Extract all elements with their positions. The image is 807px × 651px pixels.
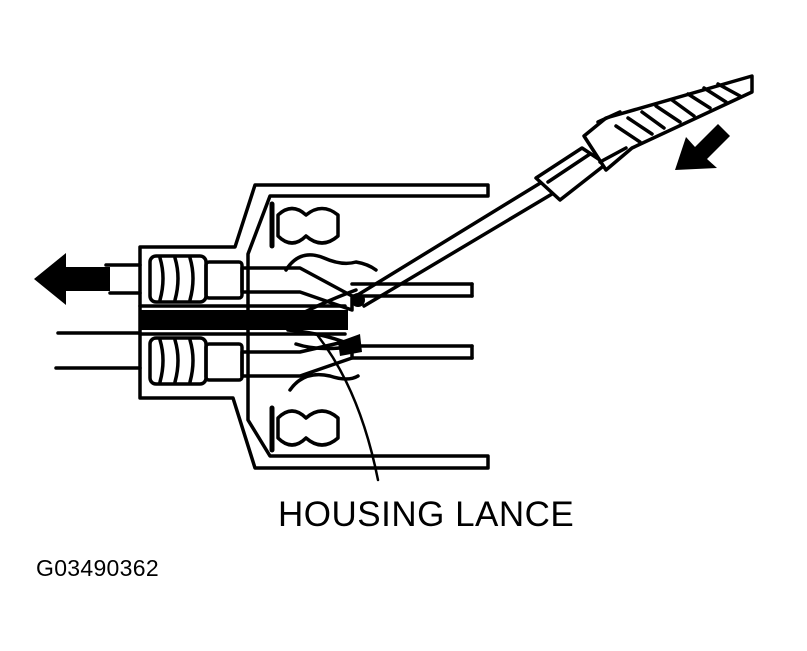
lance-spring-lower [288,372,360,392]
screwdriver-icon [351,74,754,308]
wire-upper [104,263,142,295]
left-arrow-icon [34,253,110,305]
seal-rings-upper [148,254,244,304]
lance-tip [338,334,362,356]
wire-lower [54,331,142,370]
connector-housing [138,183,490,470]
center-divider [140,310,348,330]
seal-pocket-lower [276,409,340,447]
callout-leader-line [316,334,380,482]
down-left-arrow-icon [675,124,730,170]
lance-spring-upper [284,253,378,272]
terminal-upper [240,266,354,312]
seal-pocket-upper [276,206,340,245]
housing-lance-label: HOUSING LANCE [278,495,575,534]
figure-id: G03490362 [36,555,159,581]
seal-rings-lower [148,336,244,386]
